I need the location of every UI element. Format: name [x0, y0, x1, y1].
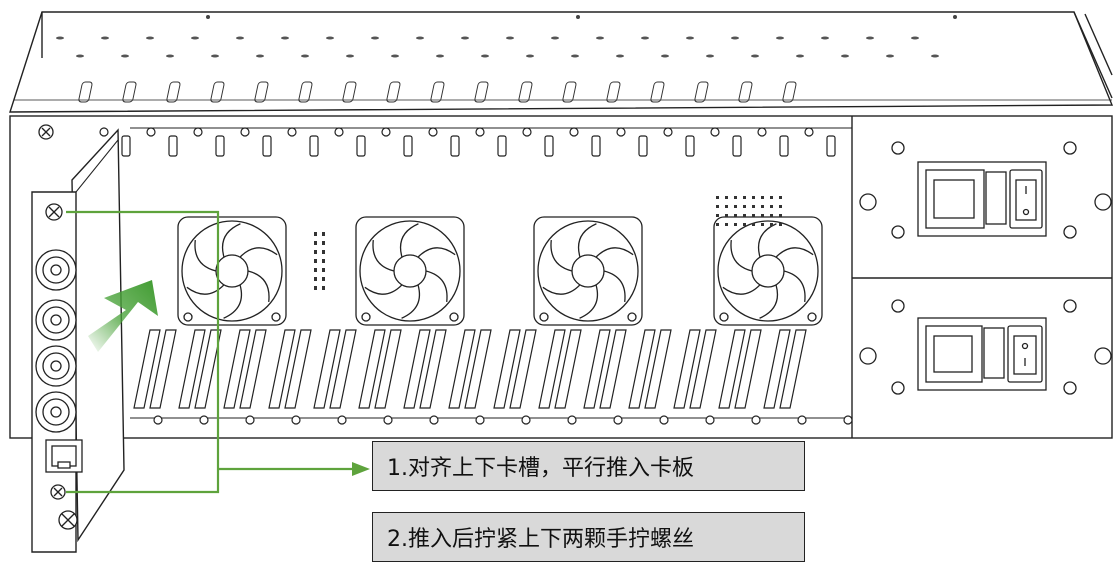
thumb-screw-icon: [38, 124, 54, 140]
inserted-card: [31, 128, 125, 553]
lid-slots: [56, 36, 939, 103]
rj45-port-icon: [45, 439, 83, 473]
vent-grid: [314, 196, 782, 290]
card-slot-guides: [133, 329, 807, 409]
bnc-connector-icon: [35, 249, 77, 433]
card-thumb-screws: [45, 203, 78, 530]
callout-step-2: 2.推入后拧紧上下两颗手拧螺丝: [372, 512, 805, 562]
lid-rivets: [206, 15, 957, 19]
chassis-top-lid: [9, 11, 1114, 113]
top-rail-screws: [99, 127, 853, 425]
callout-step-1: 1.对齐上下卡槽，平行推入卡板: [372, 441, 805, 491]
highlight-box: [66, 210, 356, 494]
insert-arrow-icon: [88, 280, 158, 352]
power-module-upper: [859, 141, 1112, 239]
callout-step-2-text: 2.推入后拧紧上下两颗手拧螺丝: [387, 527, 694, 552]
fan-icon: [177, 216, 823, 326]
callout-step-1-text: 1.对齐上下卡槽，平行推入卡板: [387, 456, 694, 481]
power-module-lower: [859, 299, 1112, 395]
pointer-arrowhead-icon: [352, 462, 370, 476]
